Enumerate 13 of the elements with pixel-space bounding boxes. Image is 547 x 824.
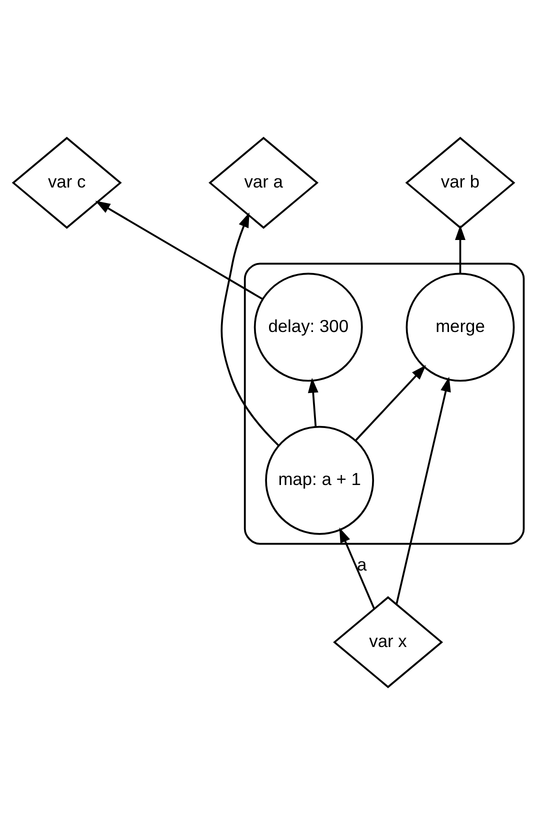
arrow bbox=[308, 377, 318, 426]
node-diamond: var b bbox=[405, 136, 516, 228]
node-diamond: var c bbox=[12, 136, 122, 228]
node-diamond: var x bbox=[333, 596, 444, 688]
arrow bbox=[220, 212, 280, 446]
arrow bbox=[455, 224, 466, 274]
arrow bbox=[339, 527, 376, 609]
arrow bbox=[396, 376, 451, 604]
node-circle: delay: 300 bbox=[254, 272, 363, 382]
arrow bbox=[95, 200, 263, 300]
node-circle: map: a + 1 bbox=[265, 425, 374, 534]
arrow bbox=[355, 364, 426, 440]
edge-label: a bbox=[357, 554, 367, 574]
